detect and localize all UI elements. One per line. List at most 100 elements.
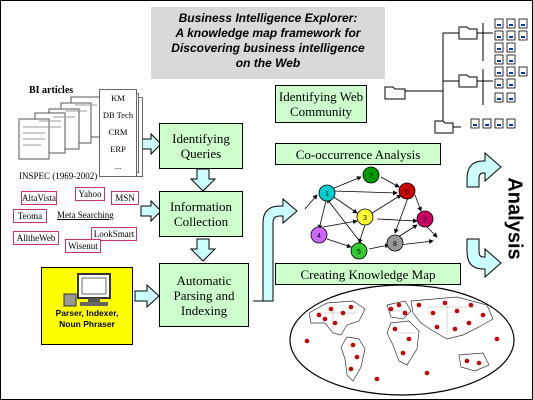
document-stack-icon: [18, 96, 102, 160]
map-dot: [480, 312, 486, 318]
map-dot: [402, 310, 408, 316]
map-dot: [354, 354, 360, 360]
network-node: [386, 234, 404, 252]
page-icon: [494, 92, 504, 103]
map-dot: [374, 376, 380, 382]
network-node-label: 1: [325, 191, 329, 198]
page-icon: [494, 18, 504, 29]
map-dot: [348, 366, 354, 372]
engine-looksmart: LookSmart: [91, 227, 137, 241]
folder-icon: [458, 26, 478, 40]
map-dot: [350, 342, 356, 348]
page-icon: [518, 66, 528, 77]
engine-altavista: AltaVista: [21, 191, 57, 205]
page-icon: [494, 42, 504, 53]
map-dot: [400, 350, 406, 356]
page-icon: [506, 18, 516, 29]
network-node-label: 8: [393, 241, 397, 248]
map-continent: [340, 336, 366, 382]
topic-item: KM: [111, 93, 125, 103]
arrow-to-knowledge-map: [466, 238, 502, 279]
page-icons: [470, 18, 528, 129]
network-node-label: 2: [423, 217, 427, 224]
step-creating-knowledge-map: Creating Knowledge Map: [275, 263, 461, 285]
analysis-side-label: Analysis: [503, 177, 526, 260]
computer-icon: [63, 273, 111, 307]
parser-tools-box: Parser, Indexer, Noun Phraser: [41, 267, 133, 345]
parser-tools-label: Parser, Indexer, Noun Phraser: [55, 308, 119, 329]
network-node-label: 3: [363, 215, 367, 222]
web-community-tree: [384, 18, 528, 134]
page-icon: [494, 78, 504, 89]
meta-searching-label: Meta Searching: [57, 210, 114, 220]
map-dot: [332, 320, 338, 326]
map-dot: [494, 336, 500, 342]
network-node: [318, 184, 336, 202]
map-dot: [316, 312, 322, 318]
map-continent: [386, 320, 420, 366]
engine-teoma: Teoma: [13, 209, 47, 223]
map-dot: [424, 370, 430, 376]
page-icon: [506, 30, 516, 41]
page-icon: [518, 18, 528, 29]
map-continent: [458, 352, 490, 372]
map-dot: [406, 336, 412, 342]
folder-icon: [434, 120, 454, 134]
arrow-to-web-community: [466, 151, 502, 188]
engine-alltheweb: AlltheWeb: [13, 231, 59, 245]
map-dot: [468, 302, 474, 308]
cooccurrence-network: 1 7 6 3 4 5 8 2: [304, 166, 438, 260]
arrow-queries-to-collection: [189, 168, 217, 192]
map-continent: [410, 296, 494, 340]
map-dot: [340, 310, 346, 316]
arrow-collection-to-parsing: [189, 238, 217, 262]
page-icon: [506, 54, 516, 65]
page-icon: [482, 118, 492, 129]
topic-list: KM DB Tech CRM ERP ...: [99, 89, 137, 177]
step-automatic-parsing: Automatic Parsing and Indexing: [159, 263, 249, 327]
network-node-label: 6: [405, 189, 409, 196]
network-node: [310, 226, 328, 244]
step-information-collection: Information Collection: [159, 191, 243, 237]
map-dot: [476, 360, 482, 366]
bi-articles-label: BI articles: [29, 85, 74, 96]
map-dot: [322, 316, 328, 322]
page-icon: [518, 30, 528, 41]
map-dot: [328, 306, 334, 312]
step-identifying-web-community: Identifying Web Community: [275, 85, 367, 123]
engine-wisenut: Wisenut: [65, 239, 101, 253]
map-dot: [304, 338, 310, 344]
page-icon: [494, 54, 504, 65]
arrow-tools-to-parsing: [134, 283, 160, 309]
map-dot: [452, 326, 458, 332]
network-node: [350, 242, 368, 260]
arrow-engines-to-collection: [140, 199, 162, 223]
map-dot: [442, 300, 448, 306]
map-dot: [388, 306, 394, 312]
folder-icon: [384, 86, 406, 100]
arrow-topics-to-queries: [140, 132, 162, 156]
map-markers: [304, 300, 500, 382]
network-node-label: 5: [357, 249, 361, 256]
folder-icon: [458, 74, 478, 88]
topic-item: DB Tech: [102, 110, 134, 120]
network-node: [362, 166, 380, 184]
network-node-label: 7: [369, 173, 373, 180]
page-icon: [506, 66, 516, 77]
map-dot: [434, 324, 440, 330]
step-identifying-queries: Identifying Queries: [159, 123, 243, 169]
map-continent: [308, 300, 366, 336]
page-icon: [494, 30, 504, 41]
map-dot: [430, 310, 436, 316]
engine-msn: MSN: [111, 191, 139, 205]
step-cooccurrence-analysis: Co-occurrence Analysis: [275, 143, 441, 165]
network-node-label: 4: [317, 233, 321, 240]
arrow-parsing-to-analysis: [253, 197, 298, 302]
page-icon: [470, 118, 480, 129]
diagram-title: Business Intelligence Explorer: A knowle…: [151, 7, 385, 79]
page-icon: [506, 78, 516, 89]
map-dot: [466, 320, 472, 326]
map-dot: [416, 302, 422, 308]
